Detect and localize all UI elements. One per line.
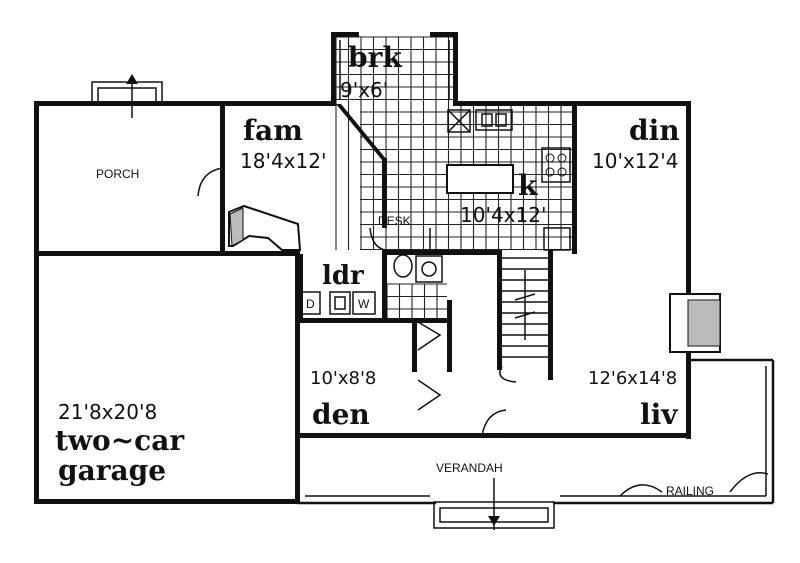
- verandah-label: VERANDAH: [436, 461, 503, 475]
- room-dims-liv: 12'6x14'8: [588, 368, 677, 389]
- dryer-label: D: [306, 297, 315, 311]
- stairs: [499, 257, 548, 383]
- railing-label: RAILING: [666, 484, 714, 498]
- room-dims-garage: 21'8x20'8: [58, 400, 157, 424]
- room-label-din: din: [629, 114, 680, 147]
- verandah: [295, 358, 775, 530]
- room-label-k: k: [518, 169, 538, 202]
- room-label-liv: liv: [640, 398, 678, 431]
- room-dims-k: 10'4x12': [460, 203, 546, 227]
- liv-fireplace: [669, 293, 721, 353]
- room-label-garage-line1: two~car: [55, 424, 185, 457]
- room-label-den: den: [312, 398, 370, 431]
- interior-walls: [298, 104, 577, 380]
- fam-fireplace: [228, 204, 302, 251]
- room-dims-fam: 18'4x12': [240, 149, 326, 173]
- kitchen-appliances: [447, 109, 571, 251]
- desk-label: DESK: [378, 214, 411, 228]
- doors: [197, 167, 507, 437]
- kitchen-island: [446, 164, 514, 194]
- porch-steps: [91, 74, 163, 118]
- room-label-ldr: ldr: [322, 261, 364, 291]
- room-dims-din: 10'x12'4: [592, 149, 678, 173]
- room-label-fam: fam: [243, 114, 303, 147]
- washer-label: W: [358, 297, 370, 311]
- room-label-brk: brk: [348, 41, 402, 74]
- room-dims-den: 10'x8'8: [310, 368, 376, 389]
- breakfast-windows: [339, 40, 450, 100]
- laundry-fixtures: [301, 254, 443, 315]
- room-label-garage-line2: garage: [58, 454, 166, 487]
- porch-label: PORCH: [96, 167, 139, 181]
- room-dims-brk: 9'x6': [340, 78, 388, 102]
